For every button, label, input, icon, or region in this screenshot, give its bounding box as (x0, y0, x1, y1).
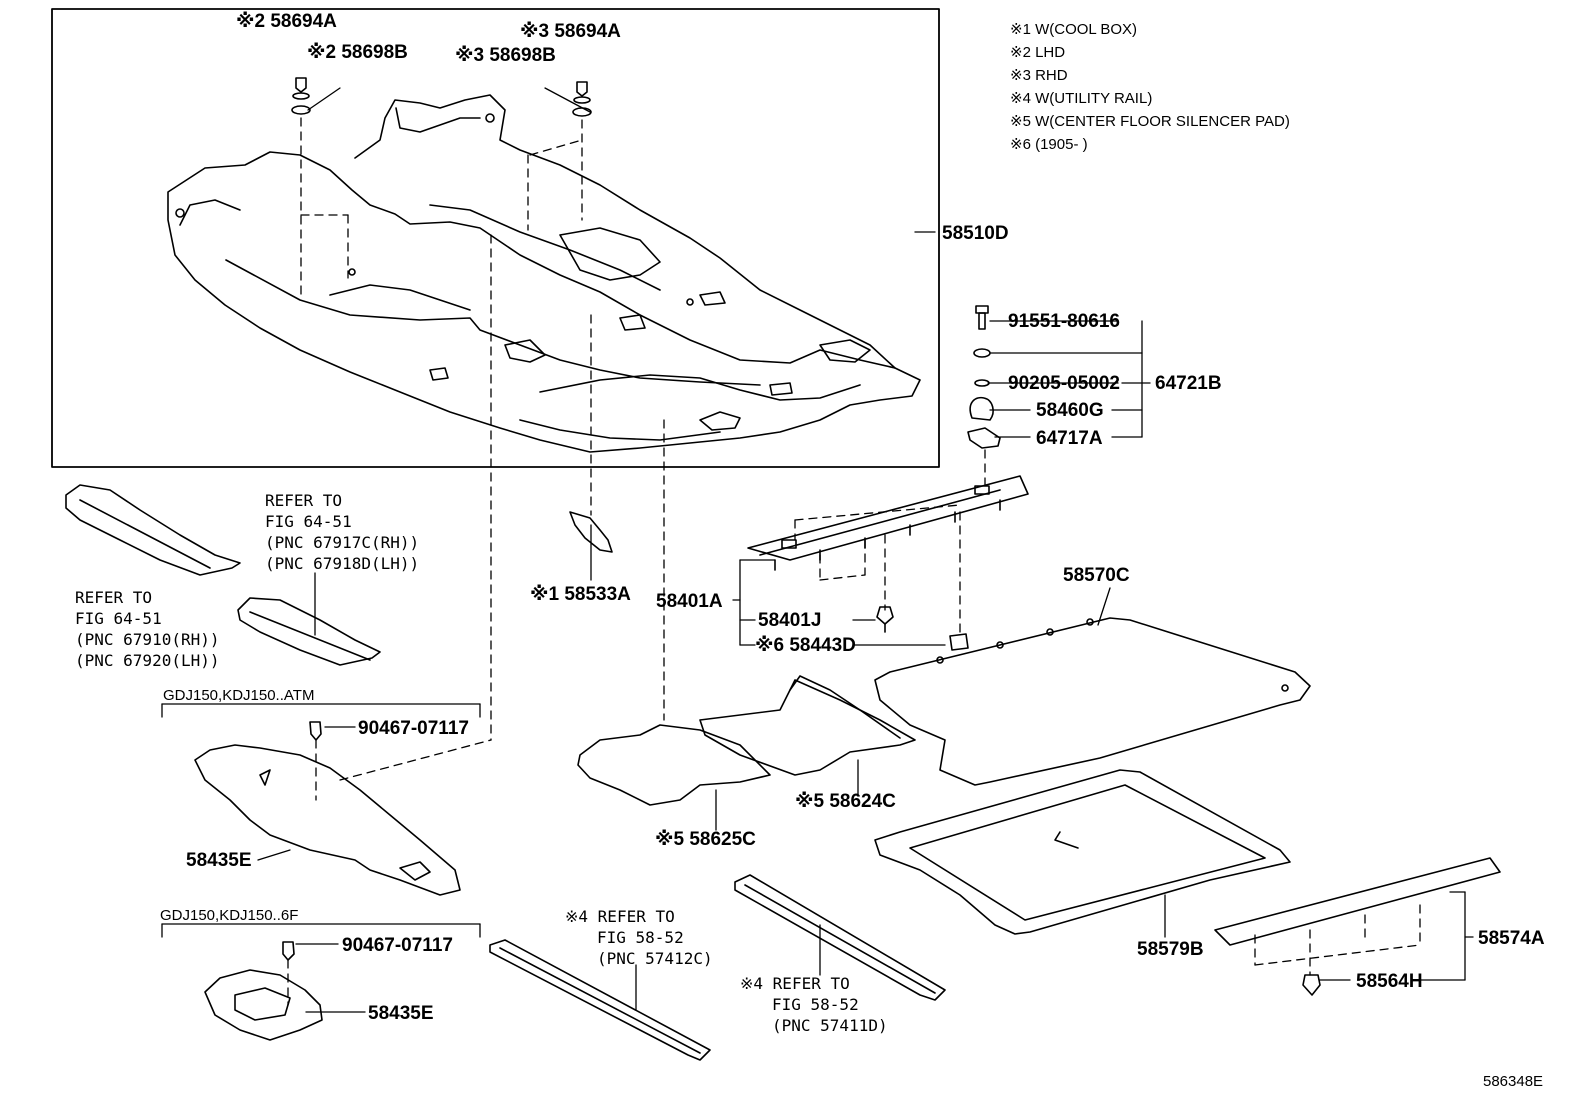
clip-58564H-shape (1302, 974, 1321, 996)
pad-58625C-shape (577, 724, 771, 806)
ref-line: (PNC 67910(RH)) (75, 630, 220, 649)
part-label-64717A[interactable]: 64717A (1036, 428, 1103, 449)
part-label-58435E-atm[interactable]: 58435E (186, 850, 252, 871)
bracket-64717A-shape (967, 427, 1001, 449)
part-label-58435E-6f[interactable]: 58435E (368, 1003, 434, 1024)
trim-58401A-shape (747, 475, 1029, 571)
ref-line: FIG 58-52 (772, 995, 859, 1014)
legend-item: ※1 W(COOL BOX) (1010, 21, 1138, 38)
washer-90205-shape (974, 379, 990, 387)
ref-line: (PNC 57411D) (772, 1016, 888, 1035)
ref-line: ※4 REFER TO (740, 974, 850, 993)
part-label-58570C[interactable]: 58570C (1063, 565, 1130, 586)
legend-item: ※5 W(CENTER FLOOR SILENCER PAD) (1010, 113, 1290, 130)
part-label-58510D[interactable]: 58510D (942, 223, 1009, 244)
bolt-91551-shape (975, 305, 989, 330)
reference-note-57412C[interactable]: ※4 REFER TO FIG 58-52 (PNC 57412C) (565, 906, 713, 969)
part-label-90467-07117-atm[interactable]: 90467-07117 (358, 718, 469, 739)
carpet-frame (51, 8, 940, 468)
part-label-58443D[interactable]: ※6 58443D (755, 635, 856, 656)
ref-line: REFER TO (75, 588, 153, 607)
rail-57412C-shape (489, 939, 711, 1061)
part-label-58460G[interactable]: 58460G (1036, 400, 1104, 421)
clip-58694A-lhd-shape (291, 77, 311, 115)
group-label-6f: GDJ150,KDJ150..6F (160, 907, 299, 924)
part-label-90205-05002[interactable]: 90205-05002 (1008, 373, 1120, 394)
legend: ※1 W(COOL BOX) ※2 LHD ※3 RHD ※4 W(UTILIT… (1010, 18, 1290, 156)
diagram-id: 586348E (1483, 1073, 1544, 1090)
bracket-58533A-shape (569, 511, 613, 553)
group-label-atm: GDJ150,KDJ150..ATM (163, 687, 315, 704)
legend-item: ※4 W(UTILITY RAIL) (1010, 90, 1153, 107)
part-label-58694A-lhd[interactable]: ※2 58694A (236, 11, 337, 32)
sill-67917C-shape (65, 484, 241, 576)
tray-58579B-shape (874, 769, 1291, 935)
ref-line: REFER TO (265, 491, 343, 510)
part-label-58564H[interactable]: 58564H (1356, 971, 1423, 992)
part-label-58624C[interactable]: ※5 58624C (795, 791, 896, 812)
duct-58435E-6f-shape (204, 941, 323, 1041)
part-label-58579B[interactable]: 58579B (1137, 939, 1204, 960)
part-label-90467-07117-6f[interactable]: 90467-07117 (342, 935, 453, 956)
part-label-58698B-lhd[interactable]: ※2 58698B (307, 42, 408, 63)
part-label-91551-80616[interactable]: 91551-80616 (1008, 311, 1120, 332)
ref-line: ※4 REFER TO (565, 907, 675, 926)
rail-57411D-shape (734, 874, 946, 1001)
reference-note-67917C[interactable]: REFER TO FIG 64-51 (PNC 67917C(RH)) (PNC… (265, 490, 419, 574)
part-label-58533A[interactable]: ※1 58533A (530, 584, 631, 605)
legend-item: ※6 (1905- ) (1010, 136, 1088, 153)
floor-carpet-shape (167, 94, 921, 453)
part-label-58694A-rhd[interactable]: ※3 58694A (520, 21, 621, 42)
legend-item: ※2 LHD (1010, 44, 1066, 61)
part-label-58625C[interactable]: ※5 58625C (655, 829, 756, 850)
clip-58401J-shape (876, 606, 894, 633)
plate-58574A-shape (1214, 857, 1501, 946)
ref-line: (PNC 67918D(LH)) (265, 554, 420, 573)
pad-58624C-shape (699, 679, 916, 776)
sill-67910-shape (237, 597, 381, 666)
ref-line: (PNC 67920(LH)) (75, 651, 220, 670)
duct-58435E-atm-shape (194, 721, 461, 896)
panel-58570C-shape (874, 617, 1311, 786)
part-label-58698B-rhd[interactable]: ※3 58698B (455, 45, 556, 66)
reference-note-57411D[interactable]: ※4 REFER TO FIG 58-52 (PNC 57411D) (740, 973, 888, 1036)
ref-line: FIG 58-52 (597, 928, 684, 947)
ref-line: FIG 64-51 (265, 512, 352, 531)
part-label-58574A[interactable]: 58574A (1478, 928, 1545, 949)
ring-58460G-shape (969, 396, 994, 421)
legend-item: ※3 RHD (1010, 67, 1068, 84)
washer-shape (973, 348, 991, 358)
ref-line: FIG 64-51 (75, 609, 162, 628)
part-label-58401J[interactable]: 58401J (758, 610, 822, 631)
part-label-64721B[interactable]: 64721B (1155, 373, 1222, 394)
clip-58443D-shape (949, 633, 969, 651)
ref-line: (PNC 67917C(RH)) (265, 533, 420, 552)
reference-note-67910[interactable]: REFER TO FIG 64-51 (PNC 67910(RH)) (PNC … (75, 587, 220, 671)
ref-line: (PNC 57412C) (597, 949, 713, 968)
part-label-58401A[interactable]: 58401A (656, 591, 723, 612)
panel-58570C-holes (936, 618, 1289, 692)
